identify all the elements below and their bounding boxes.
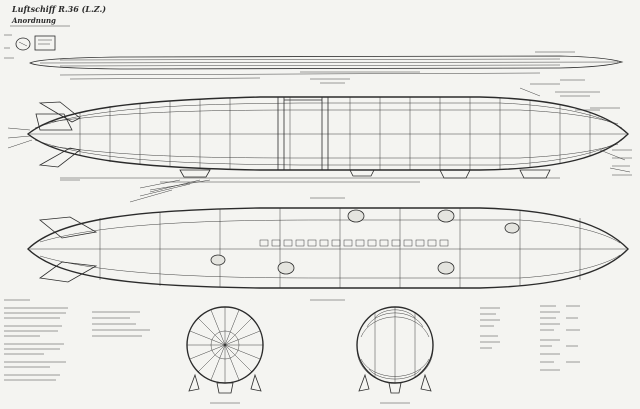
hull-frames <box>79 97 591 170</box>
drawing-title: Luftschiff R.36 (L.Z.) <box>11 4 106 14</box>
plan-frames <box>99 208 581 288</box>
dimension-arrows <box>129 179 211 203</box>
engine-cars-plan <box>210 209 520 275</box>
legend-table <box>480 305 580 371</box>
title-block: Luftschiff R.36 (L.Z.) Anordnung <box>4 4 106 59</box>
keel-compartments <box>259 239 449 247</box>
cross-section-right <box>356 306 434 404</box>
notes-middle <box>92 311 150 337</box>
annotation-marks <box>60 51 632 199</box>
underside-plan-view <box>26 207 629 301</box>
scale-stamp <box>15 35 56 51</box>
cross-section-left <box>186 306 264 404</box>
drawing-subtitle: Anordnung <box>11 16 56 25</box>
side-elevation <box>7 51 632 199</box>
notes-left <box>4 299 68 381</box>
keel-plan-strip <box>29 55 624 80</box>
